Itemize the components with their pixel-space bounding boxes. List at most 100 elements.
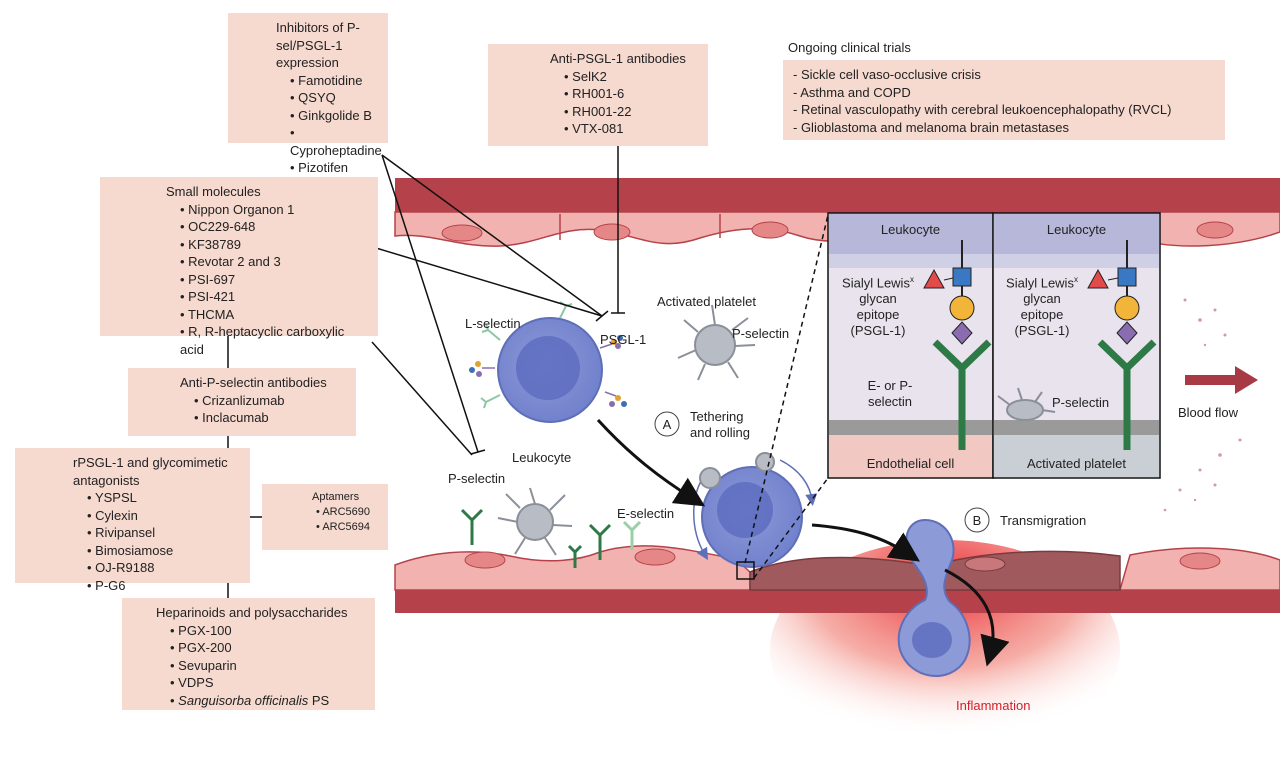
list-item: THCMA [180, 306, 368, 324]
l-selectin-label: L-selectin [465, 316, 521, 331]
glycan-line: (PSGL-1) [850, 323, 906, 339]
endothelial-selectins [460, 508, 642, 568]
trials-heading: Ongoing clinical trials [788, 40, 911, 55]
inset-right-bottom-label: Activated platelet [1026, 456, 1126, 471]
activated-platelet [677, 304, 756, 381]
list-item: Sevuparin [170, 657, 365, 675]
list-item: Nippon Organon 1 [180, 201, 368, 219]
step-b-circle [964, 507, 990, 533]
inset-right-glycan-label: Sialyl Lewisx glycan epitope (PSGL-1) [996, 272, 1088, 339]
psgl1-label: PSGL-1 [600, 332, 647, 347]
leukocyte-cell [469, 301, 627, 423]
list-item: PSI-697 [180, 271, 368, 289]
list-item: KF38789 [180, 236, 368, 254]
trial-item: - Asthma and COPD [793, 84, 911, 100]
list-item: PGX-200 [170, 639, 365, 657]
step-a-letter: A [662, 417, 672, 432]
list-item: Cyproheptadine [290, 124, 382, 159]
list-item: YSPSL [87, 489, 240, 507]
list-item: ARC5694 [316, 520, 382, 535]
glycan-name: Sialyl Lewis [842, 275, 910, 291]
box-rpsgl1-glycomimetic: rPSGL-1 and glycomimetic antagonists YSP… [15, 448, 250, 593]
rolling-arrow [596, 418, 706, 507]
list-item: Cylexin [87, 507, 240, 525]
leukocyte-label: Leukocyte [512, 450, 572, 465]
glycan-line: glycan [859, 291, 897, 307]
list-item: RH001-6 [564, 85, 698, 103]
box-title: Inhibitors of P-sel/PSGL-1 [276, 20, 360, 53]
glycan-superscript: x [909, 275, 914, 284]
list-item: ARC5690 [316, 505, 382, 520]
glycan-name: Sialyl Lewis [1006, 275, 1074, 291]
box-clinical-trials: - Sickle cell vaso-occlusive crisis - As… [783, 60, 1225, 140]
list-item: R, R-heptacyclic carboxylic acid [180, 323, 368, 358]
platelet-p-selectin-label: P-selectin [732, 326, 790, 341]
list-item: QSYQ [290, 89, 378, 107]
box-anti-psgl1: Anti-PSGL-1 antibodies SelK2 RH001-6 RH0… [488, 44, 708, 146]
glycan-line: epitope [856, 307, 900, 323]
p-selectin-label: P-selectin [448, 471, 506, 486]
box-title: expression [276, 55, 339, 70]
list-item: PSI-421 [180, 288, 368, 306]
box-title: rPSGL-1 and glycomimetic [73, 455, 228, 470]
inset-left-selectin-label: E- or P- selectin [850, 378, 930, 410]
inset-left-glycan-label: Sialyl Lewisx glycan epitope (PSGL-1) [832, 272, 924, 339]
list-item: Rivipansel [87, 524, 240, 542]
box-title: Anti-P-selectin antibodies [180, 375, 327, 390]
inset-left [827, 212, 994, 479]
step-a-line: Tethering [690, 409, 744, 424]
inset-left-bottom-label: Endothelial cell [866, 456, 955, 471]
glycan-line: (PSGL-1) [1014, 323, 1070, 339]
box-expression-inhibitors: Inhibitors of P-sel/PSGL-1 expression Fa… [228, 13, 388, 175]
list-item: Revotar 2 and 3 [180, 253, 368, 271]
list-item: OC229-648 [180, 218, 368, 236]
list-item: RH001-22 [564, 103, 698, 121]
list-item: Ginkgolide B [290, 107, 378, 125]
transmigration-arrow [811, 523, 920, 562]
inset-right-top-label: Leukocyte [1046, 222, 1107, 237]
box-small-molecules: Small molecules Nippon Organon 1 OC229-6… [100, 177, 378, 357]
step-b-letter: B [972, 513, 982, 528]
trial-item: - Sickle cell vaso-occlusive crisis [793, 67, 981, 82]
rolling-leukocyte [693, 452, 818, 580]
list-item: Sanguisorba officinalis PS [170, 692, 365, 710]
list-item: PGX-100 [170, 622, 365, 640]
inset-right-selectin-label: P-selectin [1052, 395, 1110, 410]
list-item: Bimosiamose [87, 542, 240, 560]
step-a-circle [654, 411, 680, 437]
list-item: OJ-R9188 [87, 559, 240, 577]
glycan-line: epitope [1020, 307, 1064, 323]
trial-item: - Retinal vasculopathy with cerebral leu… [793, 102, 1172, 117]
vessel-bottom-wall [394, 545, 1280, 613]
inflammation-arrow [944, 568, 1010, 667]
inhibitor-lines [227, 145, 625, 598]
glycan-line: Sialyl Lewisx [996, 272, 1088, 291]
glycan-line: Sialyl Lewisx [832, 272, 924, 291]
box-title: Heparinoids and polysaccharides [156, 605, 348, 620]
step-a-line: and rolling [690, 425, 750, 440]
box-title: antagonists [73, 472, 140, 488]
blood-flow-label: Blood flow [1178, 405, 1238, 420]
box-title: Anti-PSGL-1 antibodies [550, 51, 686, 66]
e-selectin-label: E-selectin [617, 506, 675, 521]
endothelial-platelet [497, 487, 573, 556]
list-item: VDPS [170, 674, 365, 692]
box-anti-p-selectin: Anti-P-selectin antibodies Crizanlizumab… [128, 368, 356, 436]
box-title: Small molecules [166, 184, 261, 199]
list-item: Crizanlizumab [194, 392, 346, 410]
activated-platelet-label: Activated platelet [657, 294, 757, 309]
box-aptamers: Aptamers ARC5690 ARC5694 [262, 484, 388, 550]
step-a-label: Tethering and rolling [690, 409, 750, 441]
species-name: Sanguisorba officinalis [178, 692, 309, 708]
box-heparinoids: Heparinoids and polysaccharides PGX-100 … [122, 598, 375, 710]
glycan-superscript: x [1073, 275, 1078, 284]
blood-flow-arrow [1185, 366, 1258, 394]
box-title: Aptamers [312, 491, 360, 503]
blood-flow-dots [1163, 298, 1242, 512]
list-item: P-G6 [87, 577, 240, 595]
list-item: Famotidine [290, 72, 378, 90]
selectin-line: selectin [867, 394, 913, 409]
inflammation-label: Inflammation [956, 698, 1031, 713]
list-item: Inclacumab [194, 409, 346, 427]
